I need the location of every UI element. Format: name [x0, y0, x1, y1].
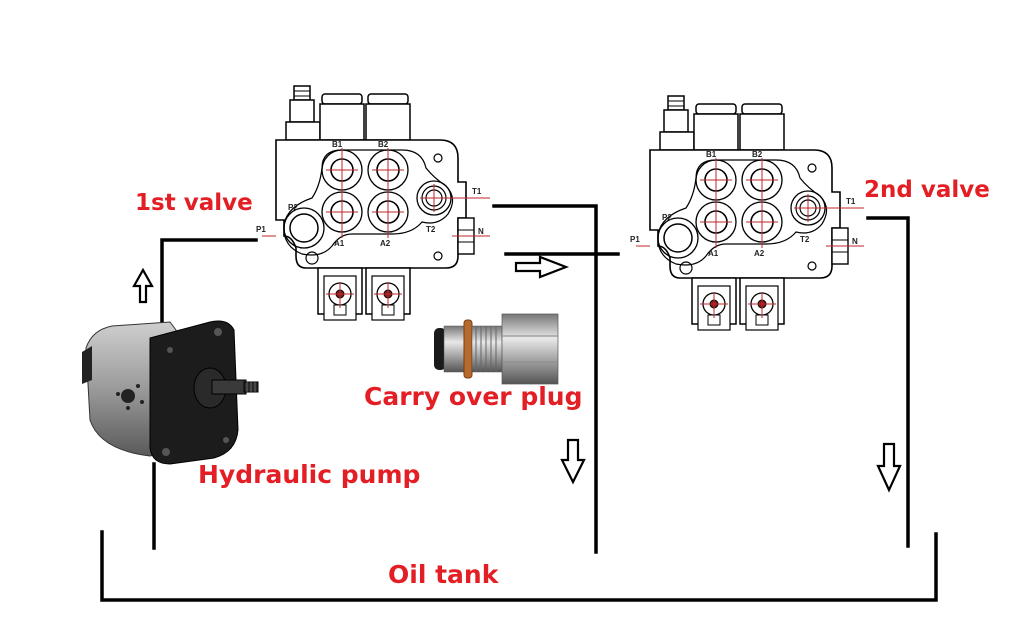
port-b2-label: B2	[752, 150, 763, 159]
port-p1-label: P1	[256, 225, 266, 234]
port-p2-label: P2	[662, 213, 672, 222]
port-a1-label: A1	[708, 249, 719, 258]
return-line-valve2	[866, 216, 910, 548]
valve-2: B1 B2 A1 A2 P2 P1 T1 T2 N	[630, 95, 865, 331]
port-p1-label: P1	[630, 235, 640, 244]
flow-arrow-right-icon	[514, 255, 570, 279]
port-b1-label: B1	[706, 150, 717, 159]
first-valve-label: 1st valve	[135, 190, 253, 216]
port-p2-label: P2	[288, 203, 298, 212]
port-t1-label: T1	[472, 187, 482, 196]
port-t2-label: T2	[800, 235, 810, 244]
hydraulic-pump-image	[82, 320, 259, 465]
second-valve-label: 2nd valve	[864, 177, 990, 203]
pressure-line-pump-to-valve1	[160, 238, 258, 324]
valve-1: B1 B2 A1 A2 P2 P1 T1 T2 N	[256, 85, 491, 321]
port-n-label: N	[478, 227, 484, 236]
flow-arrow-up-icon	[132, 267, 154, 304]
port-a2-label: A2	[754, 249, 765, 258]
port-t1-label: T1	[846, 197, 856, 206]
hydraulic-pump-label: Hydraulic pump	[198, 460, 421, 489]
port-n-label: N	[852, 237, 858, 246]
oil-tank-label: Oil tank	[388, 560, 499, 589]
port-a2-label: A2	[380, 239, 391, 248]
flow-arrow-down-icon	[876, 442, 902, 493]
port-t2-label: T2	[426, 225, 436, 234]
port-b2-label: B2	[378, 140, 389, 149]
port-a1-label: A1	[334, 239, 345, 248]
carry-over-plug-image	[434, 313, 559, 385]
port-b1-label: B1	[332, 140, 343, 149]
flow-arrow-down-icon	[560, 438, 586, 485]
return-line-valve1	[492, 204, 598, 554]
carry-over-plug-label: Carry over plug	[364, 382, 583, 411]
oil-tank-outline	[100, 530, 938, 602]
